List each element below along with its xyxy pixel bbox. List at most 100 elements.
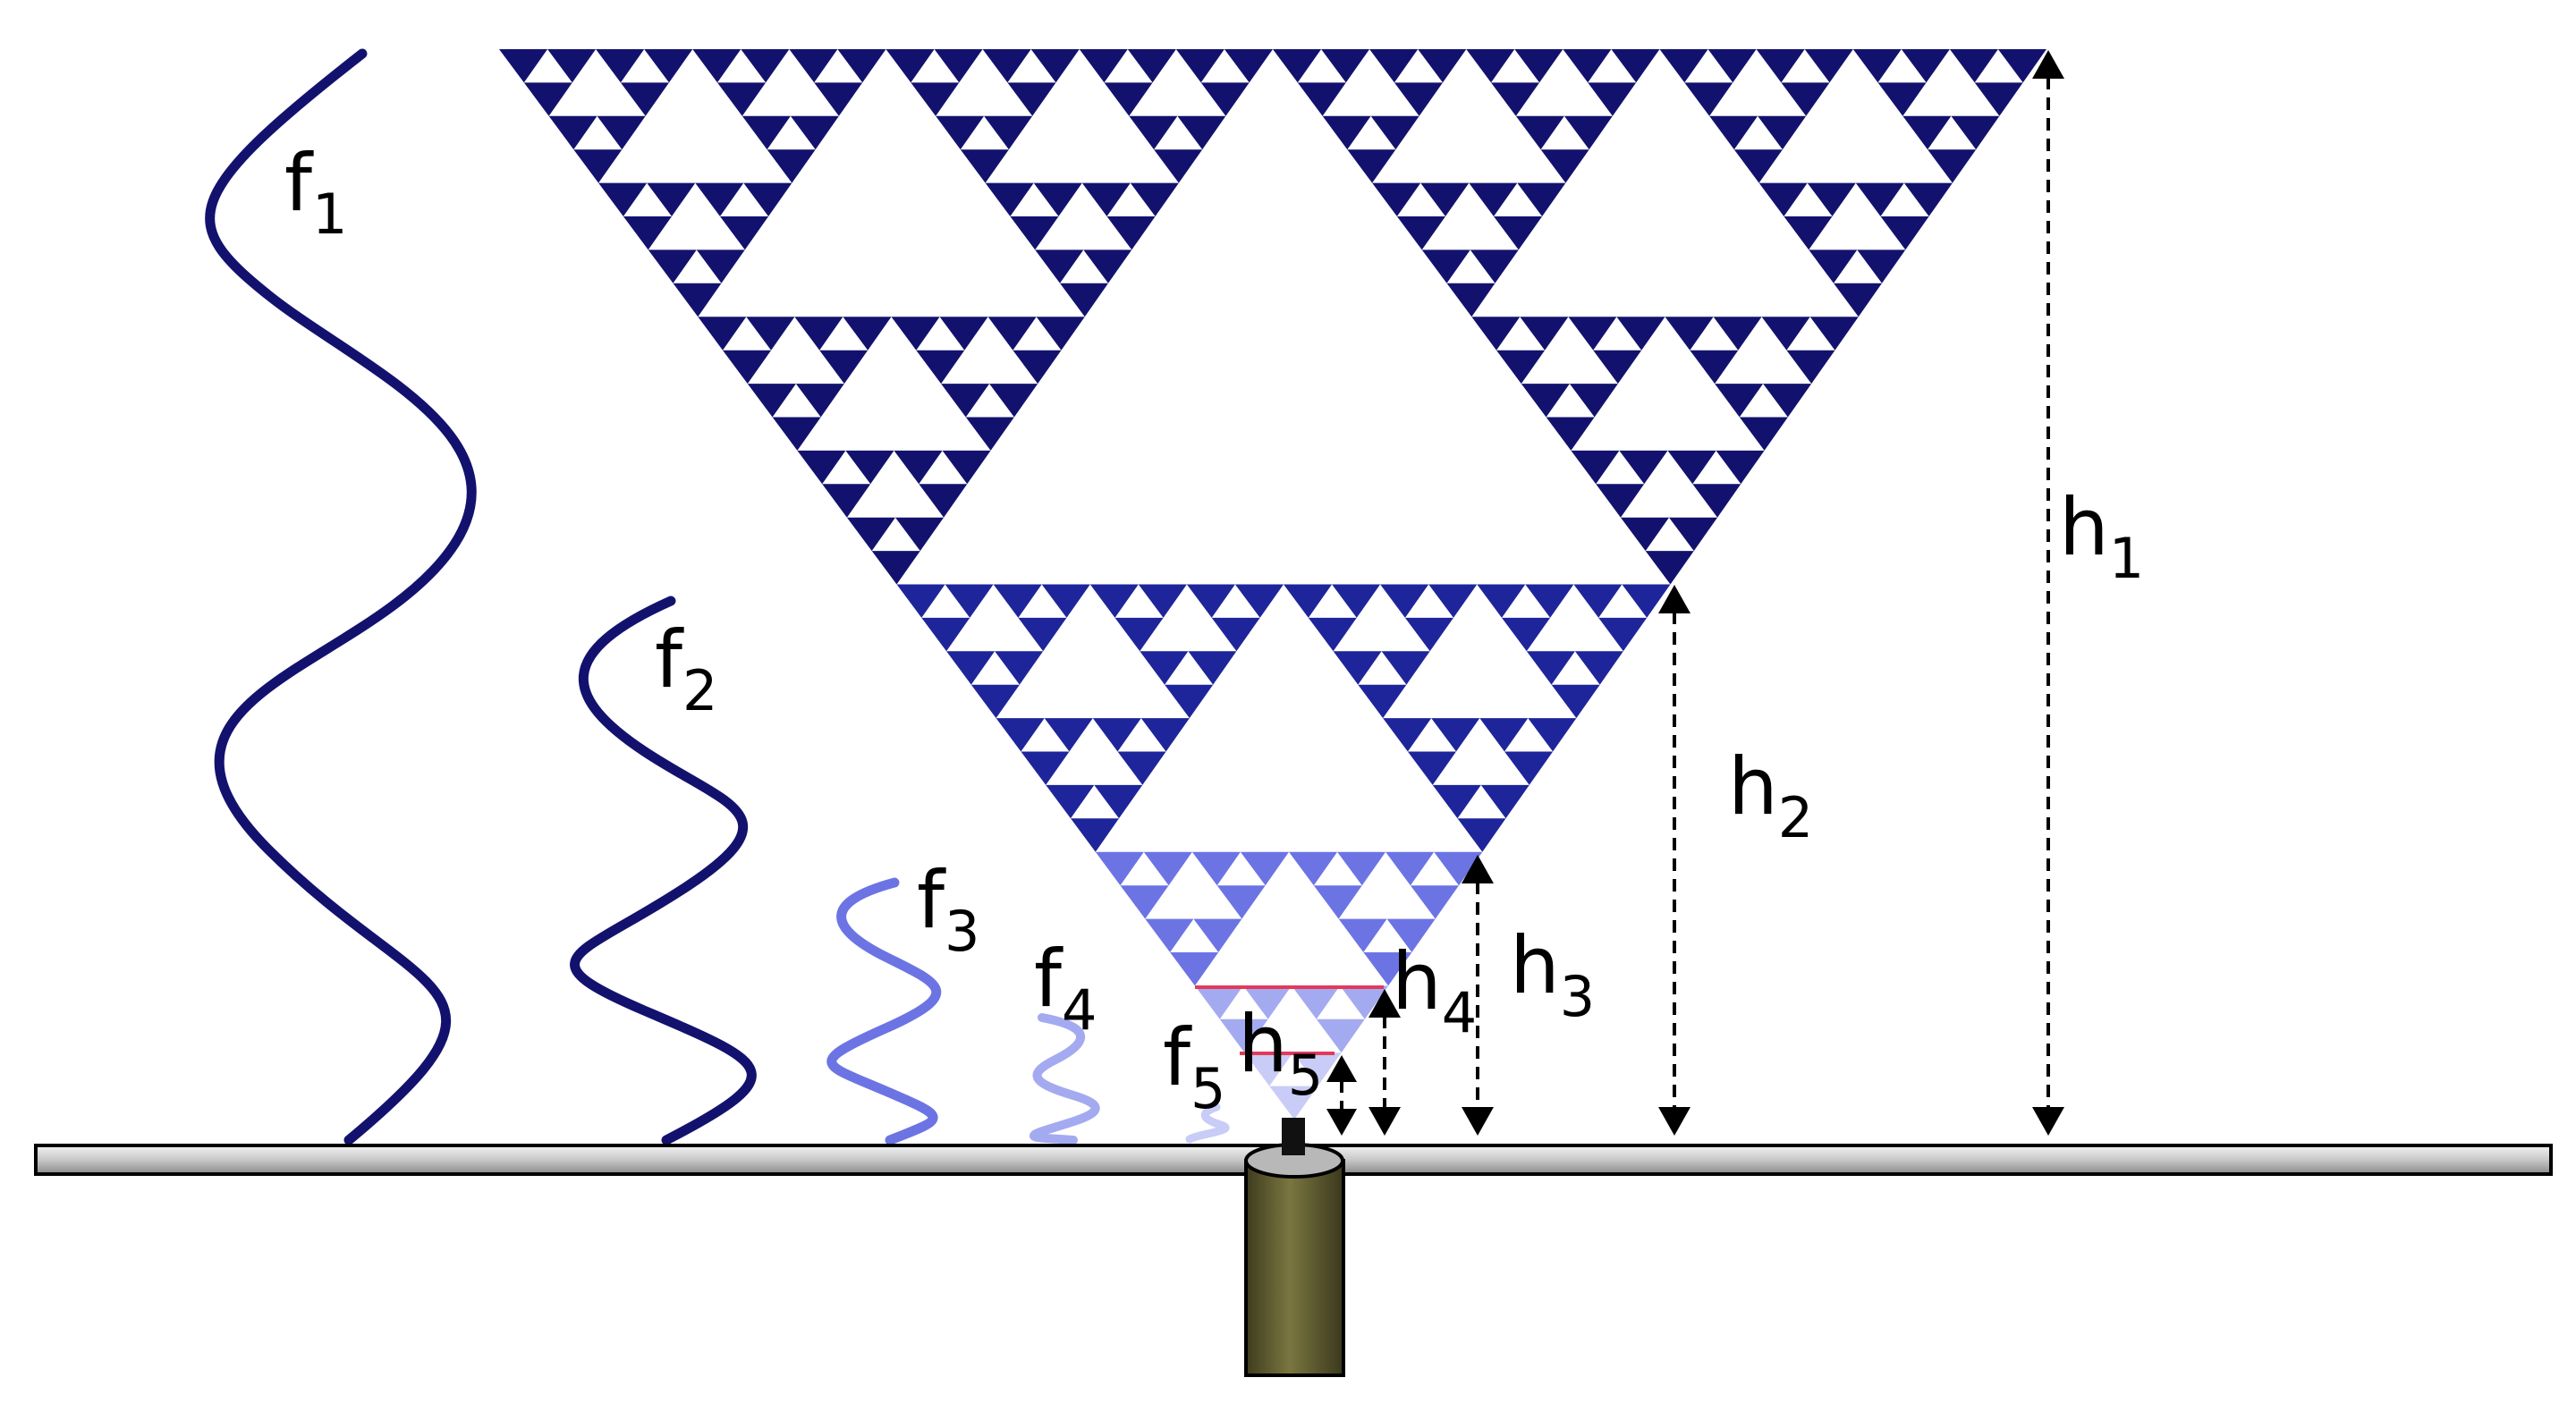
gasket-triangle-15 — [741, 115, 791, 150]
gasket-triangle-53 — [1060, 283, 1108, 317]
label-h4: h4 — [1392, 935, 1477, 1045]
gasket-triangle-51 — [1035, 249, 1084, 283]
gasket-triangle-219 — [1191, 851, 1241, 886]
gasket-triangle-64 — [939, 317, 988, 351]
gasket-triangle-73 — [845, 450, 894, 485]
gasket-triangle-114 — [1709, 115, 1758, 150]
gasket-triangle-131 — [1880, 216, 1929, 250]
gasket-triangle-120 — [1949, 49, 1998, 83]
gasket-triangle-58 — [843, 317, 892, 351]
gasket-triangle-92 — [1491, 82, 1540, 116]
height-labels: h1 h2 h3 h4 h5 — [1238, 481, 2144, 1108]
gasket-triangle-189 — [1284, 584, 1333, 618]
wave-f5 — [1185, 1103, 1230, 1144]
gasket-triangle-210 — [1479, 718, 1529, 752]
gasket-triangle-111 — [1756, 49, 1805, 83]
gasket-triangle-158 — [1692, 484, 1741, 518]
gasket-triangle-7 — [597, 115, 646, 150]
dimension-arrow-h2 — [1658, 585, 1690, 1136]
gasket-triangle-144 — [1665, 317, 1714, 351]
gasket-triangle-75 — [894, 450, 943, 485]
gasket-triangle-235 — [1242, 985, 1292, 1019]
gasket-triangle-185 — [1117, 751, 1166, 785]
gasket-triangle-165 — [993, 584, 1042, 618]
wave-f1 — [205, 48, 477, 1145]
gasket-triangle-218 — [1120, 885, 1169, 919]
gasket-triangle-122 — [1974, 82, 2023, 116]
gasket-triangle-215 — [1457, 818, 1506, 852]
gasket-triangle-89 — [1347, 149, 1396, 183]
gasket-triangle-207 — [1383, 718, 1432, 752]
gasket-triangle-143 — [1546, 417, 1595, 451]
gasket-band-level-3 — [1095, 851, 1483, 986]
label-h3: h3 — [1510, 919, 1595, 1029]
gasket-triangle-134 — [1834, 283, 1882, 317]
gasket-triangle-105 — [1421, 249, 1470, 283]
gasket-triangle-2 — [523, 82, 572, 116]
gasket-triangle-133 — [1857, 249, 1906, 283]
gasket-triangle-152 — [1739, 417, 1788, 451]
gasket-triangle-126 — [1758, 182, 1808, 216]
gasket-triangle-193 — [1428, 584, 1478, 618]
gasket-triangle-139 — [1616, 317, 1665, 351]
gasket-triangle-5 — [620, 82, 669, 116]
gasket-triangle-121 — [1997, 49, 2046, 83]
gasket-triangle-222 — [1145, 918, 1194, 952]
gasket-triangle-18 — [598, 182, 648, 216]
gasket-triangle-68 — [1013, 350, 1062, 385]
gasket-triangle-100 — [1420, 182, 1470, 216]
gasket-triangle-238 — [1340, 985, 1389, 1019]
gasket-triangle-146 — [1690, 350, 1739, 385]
gasket-triangle-227 — [1313, 885, 1362, 919]
gasket-triangle-233 — [1363, 952, 1412, 986]
gasket-triangle-234 — [1194, 985, 1243, 1019]
gasket-triangle-236 — [1219, 1018, 1268, 1053]
gasket-triangle-239 — [1316, 1018, 1365, 1053]
gasket-triangle-184 — [1140, 718, 1190, 752]
gasket-triangle-168 — [946, 651, 996, 685]
gasket-triangle-71 — [965, 417, 1014, 451]
gasket-triangle-153 — [1571, 450, 1620, 485]
gasket-triangle-124 — [1951, 115, 2000, 150]
gasket-triangle-69 — [941, 384, 990, 418]
gasket-triangle-209 — [1407, 751, 1456, 785]
gasket-triangle-216 — [1095, 851, 1144, 886]
gasket-triangle-192 — [1380, 584, 1429, 618]
gasket-triangle-99 — [1372, 182, 1421, 216]
gasket-triangle-32 — [1007, 82, 1056, 116]
gasket-triangle-177 — [1140, 651, 1189, 685]
gasket-triangle-113 — [1781, 82, 1830, 116]
gasket-triangle-224 — [1170, 952, 1219, 986]
label-f2: f2 — [655, 613, 717, 723]
gasket-triangle-13 — [837, 49, 886, 83]
gasket-triangle-118 — [1901, 49, 1950, 83]
gasket-triangle-47 — [1010, 216, 1059, 250]
label-h5: h5 — [1238, 998, 1323, 1108]
gasket-triangle-164 — [921, 617, 970, 652]
gasket-triangle-63 — [891, 317, 940, 351]
gasket-triangle-162 — [896, 584, 945, 618]
gasket-triangle-77 — [919, 484, 968, 518]
gasket-triangle-196 — [1381, 651, 1430, 685]
label-f1: f1 — [284, 137, 347, 247]
gasket-triangle-230 — [1410, 885, 1459, 919]
gasket-triangle-137 — [1496, 350, 1546, 385]
gasket-triangle-147 — [1761, 317, 1810, 351]
gasket-triangle-187 — [1094, 784, 1143, 819]
gasket-triangle-12 — [789, 49, 838, 83]
gasket-triangle-128 — [1784, 216, 1833, 250]
gasket-triangle-231 — [1338, 918, 1387, 952]
gasket-triangle-54 — [698, 317, 747, 351]
gasket-triangle-93 — [1563, 49, 1612, 83]
gasket-triangle-102 — [1469, 182, 1518, 216]
gasket-triangle-66 — [987, 317, 1037, 351]
gasket-triangle-220 — [1240, 851, 1289, 886]
gasket-triangle-242 — [1269, 1086, 1318, 1120]
gasket-triangle-26 — [673, 283, 722, 317]
gasket-triangle-169 — [995, 651, 1044, 685]
gasket-triangle-202 — [1622, 584, 1671, 618]
gasket-triangle-178 — [1188, 651, 1237, 685]
gasket-triangle-33 — [936, 115, 985, 150]
gasket-triangle-155 — [1596, 484, 1645, 518]
gasket-triangle-43 — [1177, 115, 1226, 150]
